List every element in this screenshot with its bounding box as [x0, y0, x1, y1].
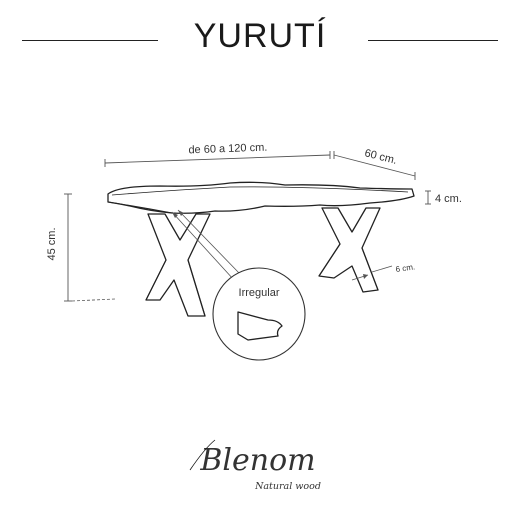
irregular-edge-detail: Irregular — [212, 267, 306, 361]
title-rule-left — [22, 40, 158, 42]
depth-dimension: 60 cm. — [333, 147, 416, 180]
left-leg — [145, 213, 211, 317]
header: YURUTÍ — [0, 14, 520, 58]
right-leg — [318, 207, 381, 293]
brand-name: Blenom — [199, 443, 315, 478]
brand-tagline: Natural wood — [254, 481, 321, 492]
table-top — [107, 181, 415, 214]
detail-label: Irregular — [239, 287, 280, 299]
height-label: 45 cm. — [46, 227, 58, 260]
thickness-dimension: 4 cm. — [425, 190, 462, 205]
length-dimension: de 60 a 120 cm. — [104, 142, 331, 167]
edge-profile-icon — [237, 311, 283, 341]
brand-logo: Blenom Natural wood — [189, 439, 321, 492]
title-rule-right — [368, 40, 498, 42]
page-title: YURUTÍ — [193, 17, 327, 55]
length-label: de 60 a 120 cm. — [188, 142, 267, 157]
detail-arrows — [171, 209, 241, 281]
height-dimension: 45 cm. — [46, 193, 116, 302]
leg-width-label: 6 cm. — [395, 262, 416, 274]
leg-width-dimension: 6 cm. — [351, 262, 416, 281]
thickness-label: 4 cm. — [435, 193, 462, 205]
